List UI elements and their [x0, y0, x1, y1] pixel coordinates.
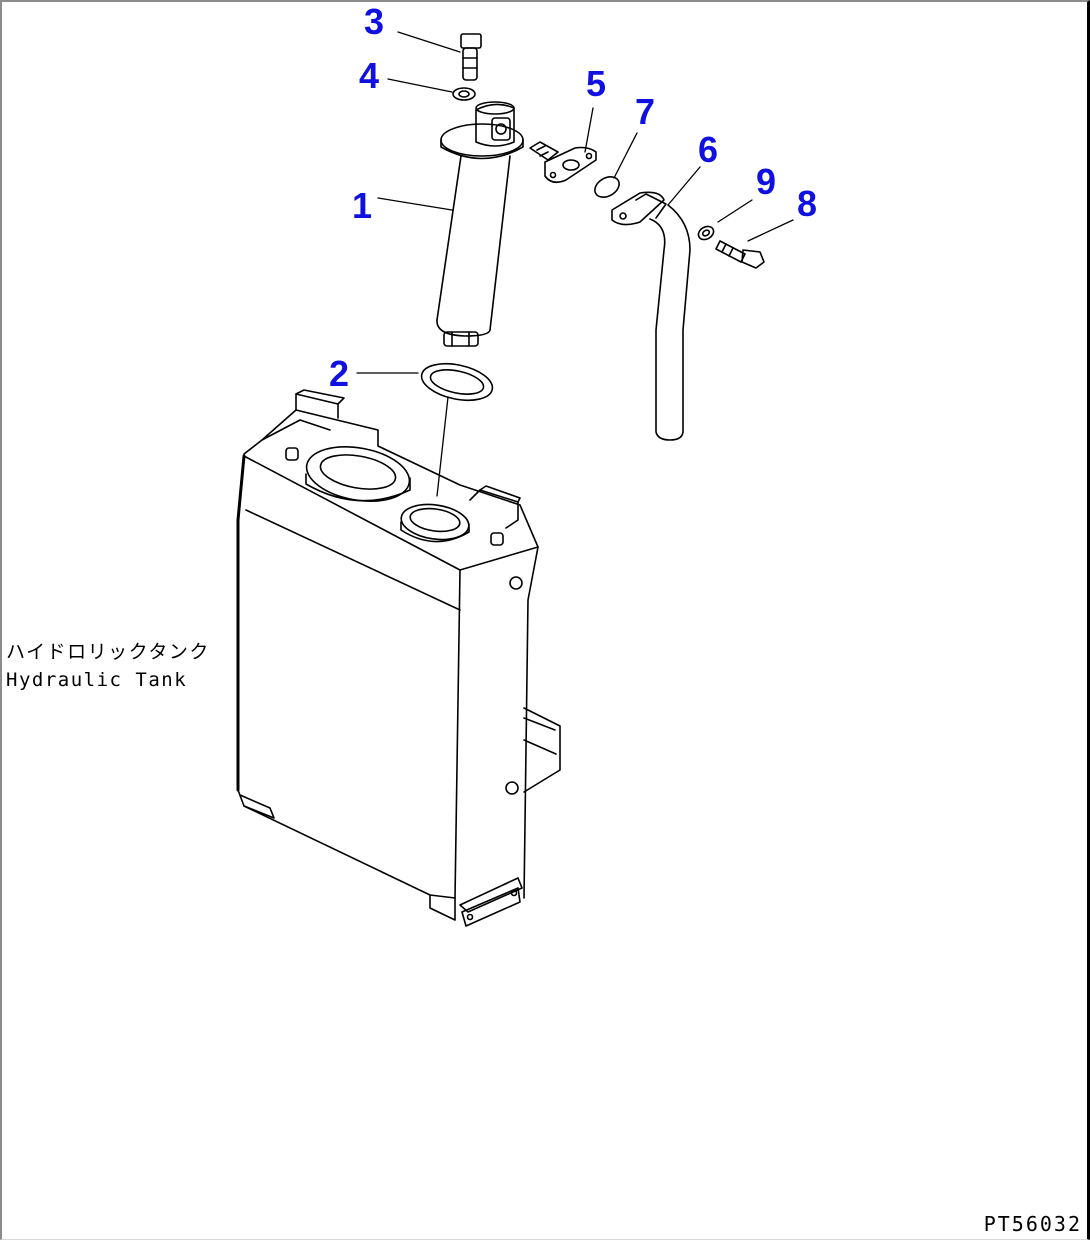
part-9-washer	[697, 225, 715, 241]
callout-6: 6	[698, 129, 719, 170]
assembly-label: ハイドロリックタンク Hydraulic Tank	[6, 638, 210, 694]
callout-7: 7	[635, 91, 656, 132]
part-8-bolt	[715, 240, 765, 269]
leader-lines	[356, 31, 794, 497]
callout-3: 3	[364, 1, 385, 42]
assembly-label-japanese: ハイドロリックタンク	[6, 641, 210, 663]
part-7-o-ring	[594, 176, 620, 198]
callout-1: 1	[352, 185, 373, 226]
callout-2: 2	[329, 353, 350, 394]
part-6-tube	[611, 191, 691, 441]
callout-9: 9	[756, 161, 777, 202]
hydraulic-tank	[236, 389, 561, 927]
figure-id: PT56032	[983, 1212, 1082, 1236]
part-2-gasket	[420, 362, 494, 402]
callout-8: 8	[797, 183, 818, 224]
part-1-filter-housing	[436, 101, 524, 347]
part-5-flange	[529, 141, 597, 184]
part-4-washer	[452, 87, 476, 101]
assembly-label-english: Hydraulic Tank	[6, 669, 188, 691]
part-3-bolt	[460, 33, 482, 81]
callout-4: 4	[359, 55, 380, 96]
callout-5: 5	[586, 63, 607, 104]
